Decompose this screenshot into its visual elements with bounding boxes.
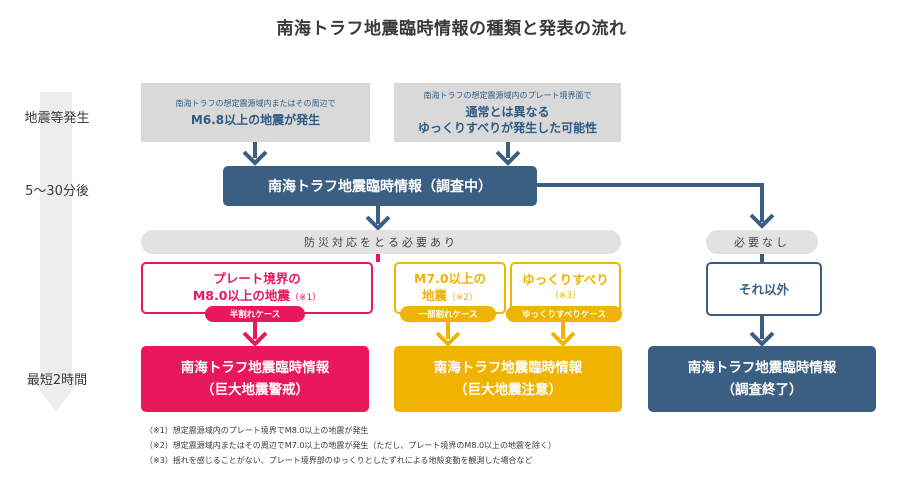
investigating-info-box: 南海トラフ地震臨時情報（調査中） — [223, 166, 537, 206]
case-plate-note: （※1） — [289, 292, 322, 303]
case-slow-line1: ゆっくりすべり — [522, 272, 609, 287]
result-warning-line1: 南海トラフ地震臨時情報 — [180, 360, 330, 376]
result-megaquake-advisory: 南海トラフ地震臨時情報 （巨大地震注意） — [394, 346, 622, 412]
result-end-line2: （調査終了） — [721, 382, 803, 398]
result-investigation-ended: 南海トラフ地震臨時情報 （調査終了） — [648, 346, 876, 412]
footnote-3: （※3）揺れを感じることがない、プレート境界部のゆっくりとしたずれによる地殻変動… — [145, 456, 533, 465]
case-plate-line2: M8.0以上の地震 — [192, 287, 290, 303]
case-m7-note: （※2） — [446, 292, 479, 303]
case-slow-note: （※3） — [549, 291, 582, 301]
timeline-stage-occurrence: 地震等発生 — [24, 111, 90, 126]
footnote-1: （※1）想定震源域内のプレート境界でM8.0以上の地震が発生 — [145, 426, 369, 435]
result-advisory-line2: （巨大地震注意） — [454, 382, 562, 398]
half-rupture-tag: 半割れケース — [205, 306, 305, 322]
case-m7-line2: 地震 — [421, 287, 447, 303]
result-end-line1: 南海トラフ地震臨時情報 — [687, 360, 837, 376]
diagram-title: 南海トラフ地震臨時情報の種類と発表の流れ — [276, 19, 627, 39]
trigger-slow-slip-condition: 南海トラフの想定震源域内のプレート境界面で — [423, 90, 592, 100]
footnote-2: （※2）想定震源域内またはその周辺でM7.0以上の地震が発生（ただし、プレート境… — [145, 441, 557, 450]
result-warning-line2: （巨大地震警戒） — [201, 382, 309, 398]
case-m7-line1: M7.0以上の — [413, 270, 487, 286]
action-needed-pill: 防災対応をとる必要あり — [141, 230, 621, 254]
result-megaquake-warning: 南海トラフ地震臨時情報 （巨大地震警戒） — [141, 346, 369, 412]
partial-rupture-tag: 一部割れケース — [400, 306, 496, 322]
timeline-arrow — [34, 92, 78, 412]
trigger-slow-slip-line1: 通常とは異なる — [465, 104, 550, 119]
no-action-pill: 必要なし — [706, 230, 818, 254]
timeline-stage-hours: 最短2時間 — [26, 373, 88, 388]
timeline-stage-minutes: 5～30分後 — [25, 184, 89, 199]
trigger-earthquake-condition: 南海トラフの想定震源域内またはその周辺で — [175, 98, 336, 108]
trigger-earthquake-magnitude: M6.8以上の地震が発生 — [190, 112, 321, 127]
trigger-slow-slip-line2: ゆっくりすべりが発生した可能性 — [417, 120, 598, 135]
case-plate-line1: プレート境界の — [213, 270, 301, 286]
case-m7-box: M7.0以上の 地震（※2） — [394, 262, 506, 314]
trigger-earthquake-box: 南海トラフの想定震源域内またはその周辺で M6.8以上の地震が発生 — [141, 83, 370, 142]
case-slow-slip-box: ゆっくりすべり （※3） — [510, 262, 621, 314]
result-advisory-line1: 南海トラフ地震臨時情報 — [433, 360, 583, 376]
case-other-box: それ以外 — [706, 262, 822, 316]
trigger-slow-slip-box: 南海トラフの想定震源域内のプレート境界面で 通常とは異なる ゆっくりすべりが発生… — [394, 83, 621, 142]
slow-slip-tag: ゆっくりすべりケース — [506, 306, 622, 322]
